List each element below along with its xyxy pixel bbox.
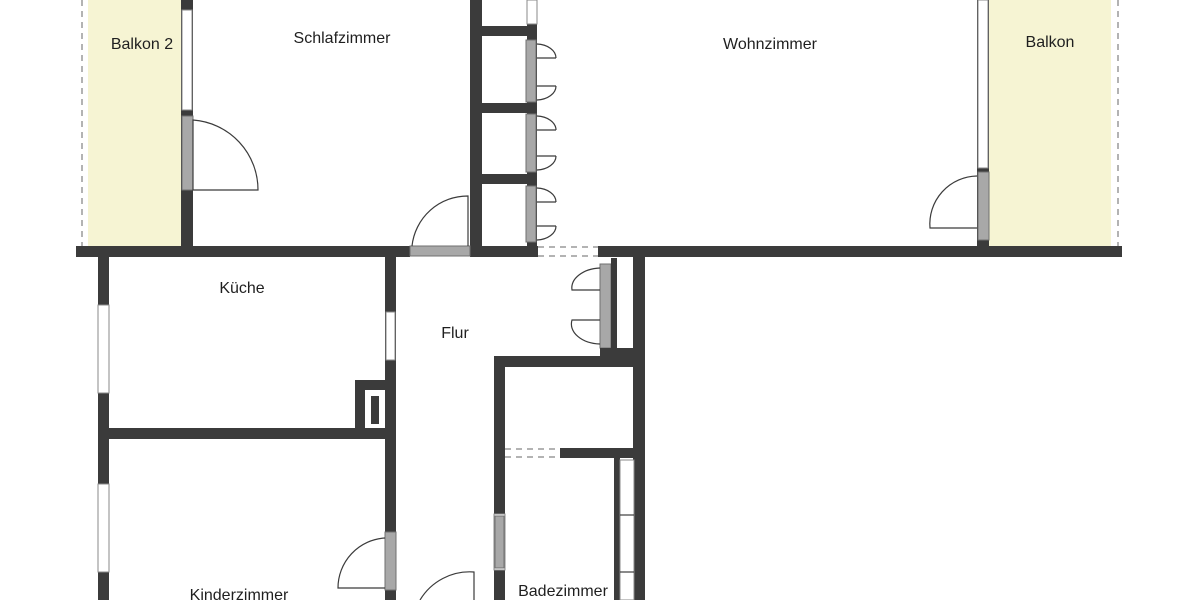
closet-door-1-swing <box>536 43 557 101</box>
door-swing-kinderzimmer <box>337 537 386 589</box>
door-leaf-balkon <box>977 171 990 241</box>
room-label-flur: Flur <box>441 325 469 342</box>
room-label-balkon-2: Balkon 2 <box>111 36 173 53</box>
closet-door-3-swing <box>536 187 557 241</box>
wall-abstell-bottom <box>600 348 640 356</box>
door-leaf-kinderzimmer <box>384 531 397 591</box>
closet-door-3 <box>525 185 537 243</box>
door-leaf-bad <box>494 515 505 569</box>
wall-bad-west <box>494 356 505 600</box>
wall-bad-divider <box>560 448 640 458</box>
wall-main-horizontal <box>76 246 1122 257</box>
closet-door-1 <box>525 39 537 103</box>
opening-kueche-flur <box>385 311 396 361</box>
window-kinderzimmer <box>97 483 110 573</box>
wall-kueche-flur <box>385 250 396 600</box>
balcony-2-area <box>88 0 184 246</box>
window-schlafzimmer-balkon2 <box>181 9 193 111</box>
door-swing-flur-bottom <box>419 571 475 600</box>
room-label-badezimmer: Badezimmer <box>518 583 608 600</box>
closet-top-opening <box>526 0 538 25</box>
room-label-wohnzimmer: Wohnzimmer <box>723 36 818 53</box>
wall-schlafzimmer-east <box>470 0 482 250</box>
balcony-area <box>989 0 1111 246</box>
bad-fixture-edge <box>614 458 620 600</box>
door-swing-balkon2 <box>192 119 259 191</box>
door-swing-schlafzimmer <box>411 195 469 247</box>
room-label-kinderzimmer: Kinderzimmer <box>190 587 289 600</box>
shaft-outline-top <box>355 380 389 390</box>
door-leaf-schlafzimmer <box>409 245 471 257</box>
closet-door-2-swing <box>536 115 557 171</box>
door-swing-abstell <box>570 267 601 345</box>
bad-fixture-panel <box>619 459 635 600</box>
wall-abstell-west <box>611 258 617 354</box>
shaft-outline-inner <box>371 396 379 424</box>
window-kueche <box>97 304 110 394</box>
wall-bad-top <box>494 356 640 367</box>
closet-shelf-1 <box>478 26 536 36</box>
door-leaf-abstell <box>599 263 612 349</box>
room-label-schlafzimmer: Schlafzimmer <box>294 30 392 47</box>
closet-shelf-2 <box>478 103 536 113</box>
wall-kueche-kinderzimmer <box>105 428 390 439</box>
room-label-kueche: Küche <box>219 280 264 297</box>
room-label-balkon: Balkon <box>1026 34 1075 51</box>
wall-west <box>98 250 109 600</box>
closet-door-2 <box>525 113 537 173</box>
window-wohnzimmer-balkon <box>977 0 989 169</box>
door-swing-balkon <box>929 175 978 229</box>
opening-flur-wohnzimmer <box>538 246 598 257</box>
shaft-outline-left <box>355 380 365 435</box>
door-leaf-balkon2 <box>181 115 194 191</box>
closet-shelf-3 <box>478 174 536 184</box>
wall-east-upper <box>633 250 645 600</box>
